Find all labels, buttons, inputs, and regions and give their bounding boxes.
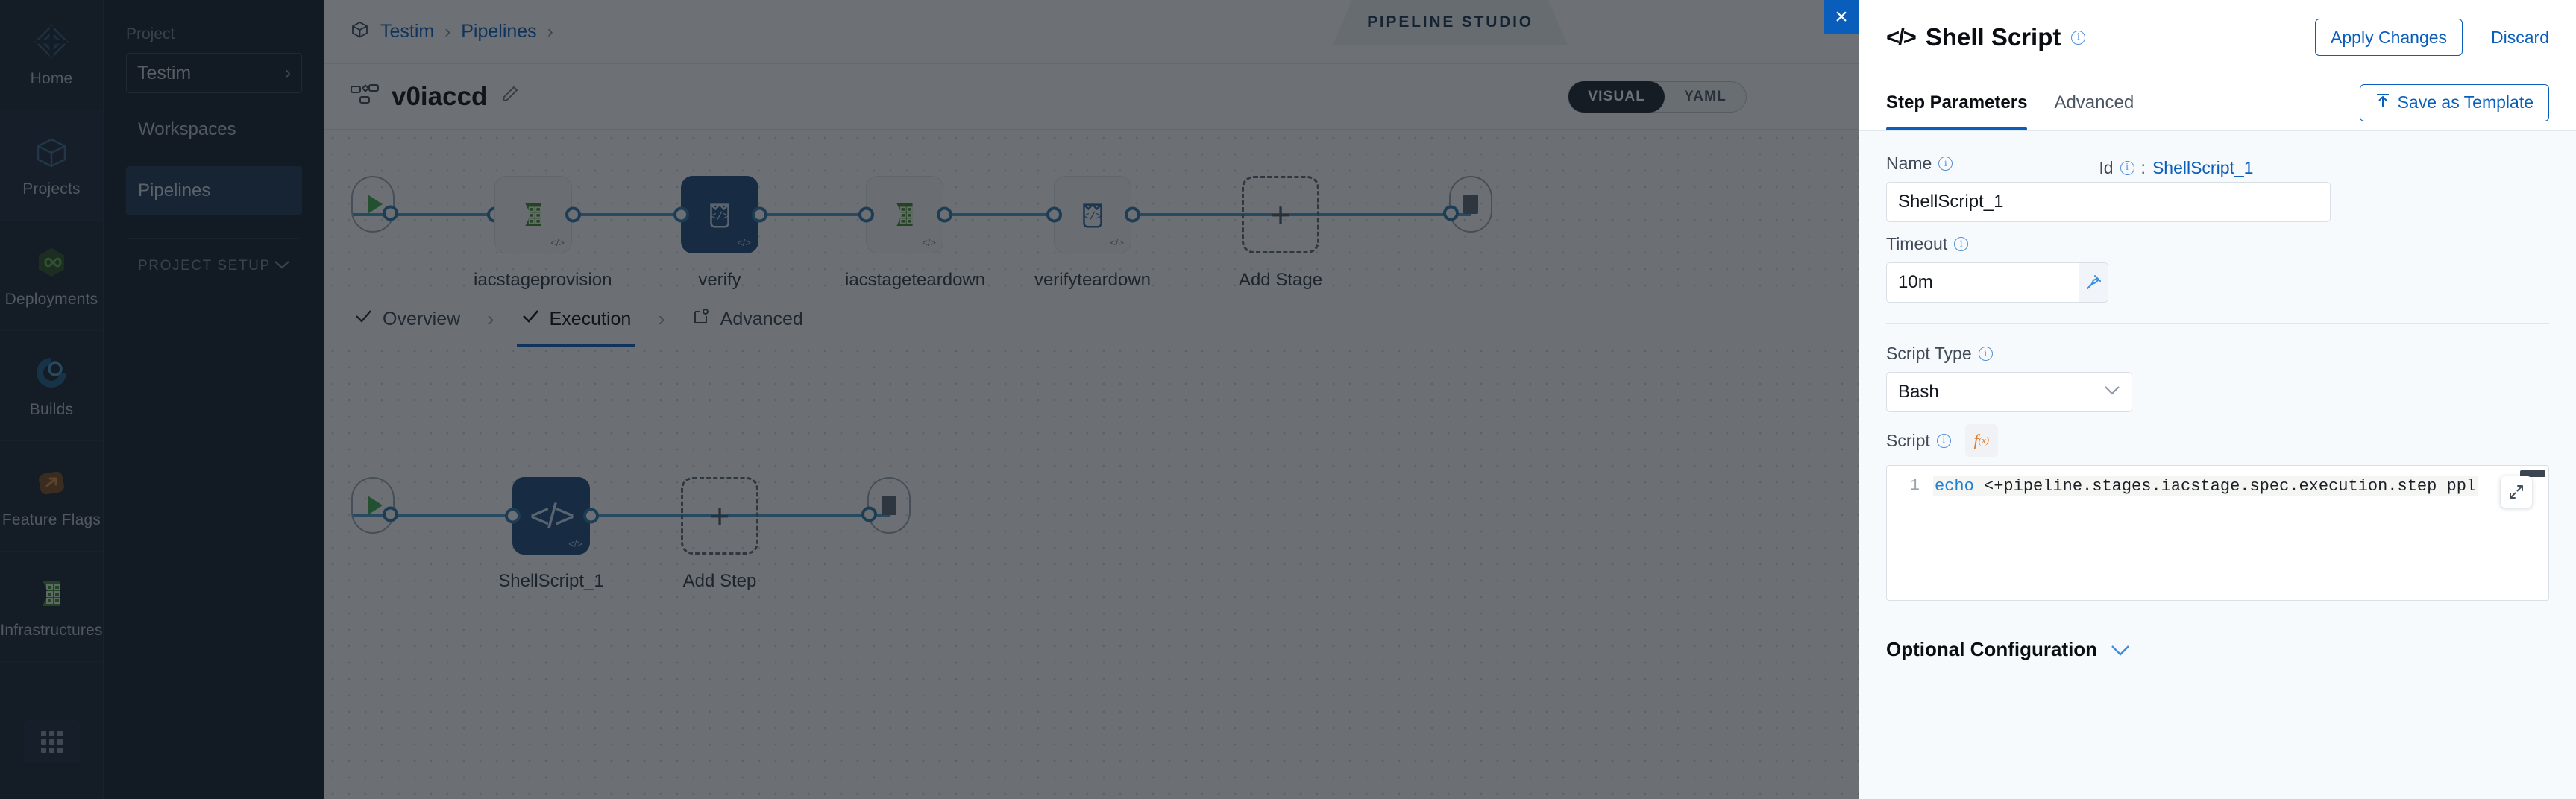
field-script-type: Script Type i	[1886, 344, 2549, 412]
line-number: 1	[1909, 476, 1920, 495]
pin-icon[interactable]	[2079, 262, 2108, 303]
script-type-label: Script Type	[1886, 344, 1972, 363]
tab-label: Advanced	[2054, 92, 2134, 113]
drawer-header: </> Shell Script i Apply Changes Discard	[1859, 0, 2576, 75]
info-icon[interactable]: i	[1978, 347, 1993, 361]
id-label: Id	[2099, 157, 2114, 177]
script-code-body: <+pipeline.stages.iacstage.spec.executio…	[1973, 477, 2477, 496]
close-icon[interactable]: ×	[1824, 0, 1859, 34]
timeout-label: Timeout	[1886, 234, 1948, 253]
editor-scrollbar[interactable]	[2520, 470, 2545, 477]
section-divider	[1886, 323, 2549, 324]
tab-step-parameters[interactable]: Step Parameters	[1886, 75, 2028, 130]
script-code-text[interactable]: echo <+pipeline.stages.iacstage.spec.exe…	[1933, 476, 2478, 496]
apply-changes-button[interactable]: Apply Changes	[2315, 19, 2463, 56]
drawer-tabs: Step Parameters Advanced Save as Templat…	[1859, 75, 2576, 131]
id-group: Id i : ShellScript_1	[2099, 158, 2253, 178]
script-type-select[interactable]	[1886, 372, 2132, 412]
field-name: Name i Id i : ShellScript_1	[1886, 154, 2549, 222]
discard-button[interactable]: Discard	[2491, 27, 2549, 47]
optional-configuration-toggle[interactable]: Optional Configuration	[1886, 638, 2549, 661]
name-label-group: Name i	[1886, 154, 1953, 174]
drawer-title: Shell Script	[1925, 23, 2061, 51]
info-icon[interactable]: i	[1936, 433, 1951, 448]
drawer-body: Name i Id i : ShellScript_1 Timeout i	[1859, 131, 2576, 799]
tab-label: Step Parameters	[1886, 92, 2028, 113]
timeout-input[interactable]	[1886, 262, 2079, 303]
script-keyword: echo	[1935, 477, 1974, 496]
script-type-label-group: Script Type i	[1886, 344, 2549, 364]
script-label-group: Script i f(x)	[1886, 424, 2549, 457]
timeout-label-group: Timeout i	[1886, 234, 2549, 254]
chevron-down-icon	[2111, 638, 2130, 661]
name-id-row: Name i Id i : ShellScript_1	[1886, 154, 2549, 182]
id-separator: :	[2140, 157, 2146, 177]
expression-fx-icon[interactable]: f(x)	[1964, 424, 1998, 457]
script-type-select-wrap	[1886, 372, 2132, 412]
expand-editor-icon[interactable]	[2501, 476, 2532, 508]
info-icon[interactable]: i	[1938, 157, 1953, 171]
info-icon[interactable]: i	[2120, 160, 2134, 175]
field-timeout: Timeout i	[1886, 234, 2549, 303]
tab-advanced[interactable]: Advanced	[2054, 75, 2134, 130]
timeout-control	[1886, 262, 2108, 303]
script-label: Script	[1886, 430, 1930, 450]
info-icon[interactable]: i	[2071, 30, 2086, 45]
name-label: Name	[1886, 154, 1932, 173]
editor-line: 1 echo <+pipeline.stages.iacstage.spec.e…	[1887, 466, 2548, 496]
optional-configuration-label: Optional Configuration	[1886, 638, 2098, 660]
info-icon[interactable]: i	[1954, 237, 1969, 251]
name-input[interactable]	[1886, 182, 2331, 222]
script-code-editor[interactable]: 1 echo <+pipeline.stages.iacstage.spec.e…	[1886, 465, 2549, 601]
code-icon: </>	[1886, 24, 1917, 50]
step-config-drawer: </> Shell Script i Apply Changes Discard…	[1859, 0, 2576, 799]
save-as-template-button[interactable]: Save as Template	[2359, 83, 2549, 121]
upload-template-icon	[2375, 92, 2390, 113]
id-value[interactable]: ShellScript_1	[2152, 157, 2254, 177]
modal-backdrop[interactable]	[0, 0, 1859, 799]
field-script: Script i f(x) 1 echo <+pipeline.stages.i…	[1886, 424, 2549, 601]
save-as-template-label: Save as Template	[2397, 92, 2533, 112]
